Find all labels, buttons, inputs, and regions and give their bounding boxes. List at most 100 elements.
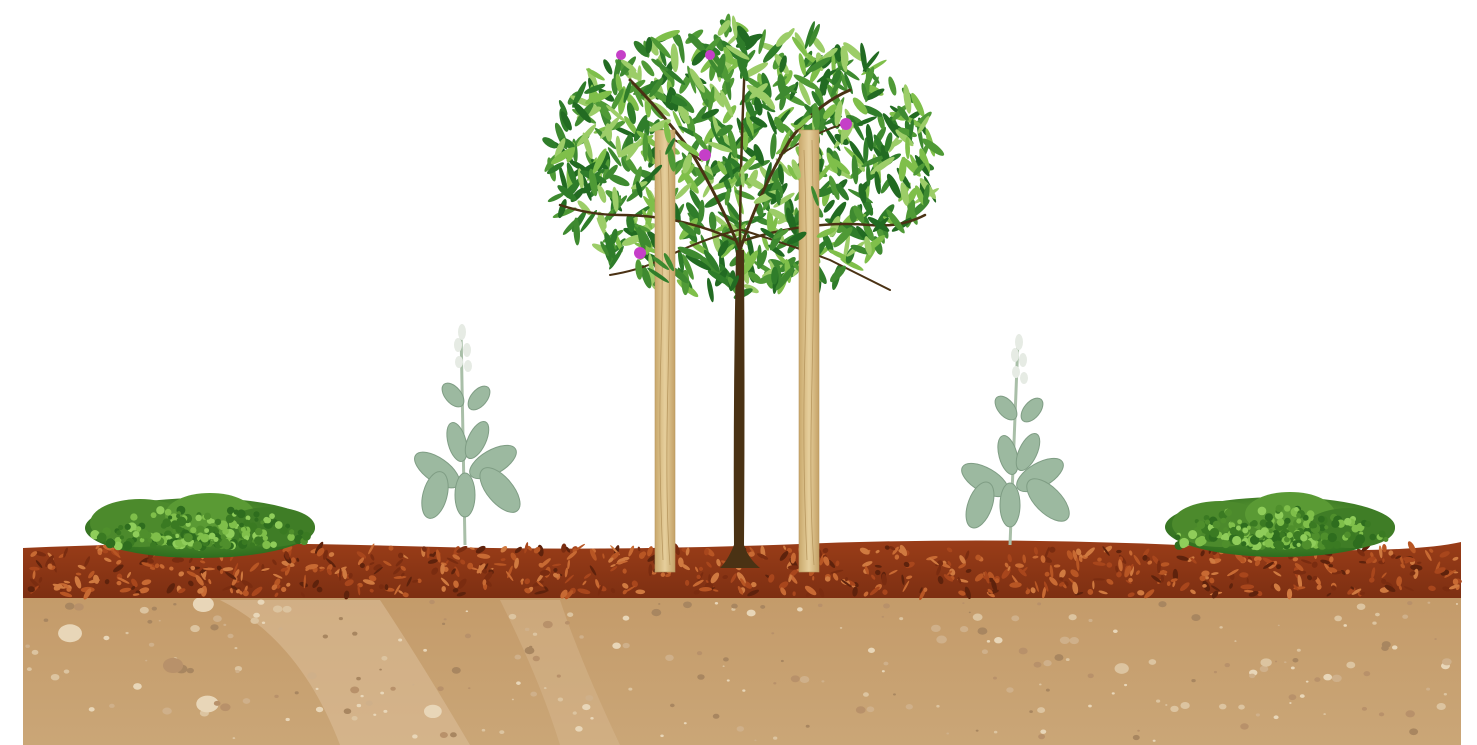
pebble <box>125 632 128 634</box>
pebble <box>516 681 521 685</box>
pebble <box>1314 677 1320 682</box>
pebble <box>747 610 756 617</box>
pebble <box>760 605 765 609</box>
shrub-leaf <box>269 513 275 519</box>
pebble <box>982 649 988 654</box>
shrub-leaf <box>260 520 264 524</box>
pebble <box>190 625 200 632</box>
shrub-leaf <box>1210 528 1220 538</box>
shrub-leaf <box>302 532 311 541</box>
pebble <box>1274 715 1279 719</box>
pebble <box>227 634 233 639</box>
pebble <box>742 689 745 691</box>
pebble <box>140 607 149 614</box>
pebble <box>316 707 323 712</box>
shrub-leaf <box>1308 515 1314 521</box>
pebble <box>452 667 461 674</box>
shrub-leaf <box>241 527 246 532</box>
pebble <box>737 726 744 732</box>
pebble <box>1191 614 1200 621</box>
pebble <box>1039 683 1042 685</box>
pebble <box>1402 614 1408 618</box>
pebble <box>800 676 809 683</box>
pebble <box>423 649 427 652</box>
pebble <box>1407 601 1412 605</box>
pebble <box>973 614 983 621</box>
pebble <box>893 693 896 695</box>
pebble <box>468 687 471 689</box>
pebble <box>883 662 888 666</box>
shrub-leaf <box>1242 528 1248 534</box>
pebble <box>1456 603 1458 605</box>
pebble <box>1060 637 1070 644</box>
pebble <box>429 600 435 604</box>
pebble <box>1444 693 1447 695</box>
pebble <box>773 737 777 740</box>
pebble <box>465 634 471 639</box>
shrub-leaf <box>1284 505 1291 512</box>
pebble <box>514 655 521 660</box>
tree-leaf <box>774 30 792 49</box>
pebble <box>223 624 226 626</box>
pebble <box>1289 694 1297 700</box>
pebble <box>1088 619 1092 622</box>
pebble <box>754 740 756 742</box>
shrub-leaf <box>1296 519 1301 524</box>
pebble <box>220 703 230 711</box>
pebble <box>931 625 941 632</box>
pebble <box>1180 702 1189 709</box>
pebble <box>1405 710 1414 717</box>
pebble <box>1284 661 1287 663</box>
shrub-leaf <box>1223 527 1228 532</box>
shrub-leaf <box>156 506 164 514</box>
pebble <box>214 701 221 706</box>
pebble <box>1054 654 1063 661</box>
shrub-leaf <box>106 538 116 548</box>
shrub-leaf <box>1175 534 1181 540</box>
shrub-leaf <box>201 534 210 543</box>
pebble <box>1006 687 1013 693</box>
shrub-leaf <box>151 512 157 518</box>
pebble <box>1149 659 1157 665</box>
shrub-leaf <box>1225 509 1232 516</box>
pebble <box>1379 712 1384 716</box>
pebble <box>380 692 384 695</box>
shrub-leaf <box>1324 525 1328 529</box>
pebble <box>278 627 282 630</box>
pebble <box>1034 662 1042 668</box>
pebble <box>727 679 730 681</box>
shrub-leaf <box>1269 529 1273 533</box>
pebble <box>1029 710 1033 713</box>
pebble <box>683 601 692 608</box>
pebble <box>883 603 890 608</box>
pebble <box>797 607 803 611</box>
pebble <box>1392 645 1398 649</box>
pebble <box>1372 621 1376 624</box>
pebble <box>352 632 357 636</box>
pebble <box>1219 704 1226 710</box>
shrub-leaf <box>125 524 131 530</box>
shrub-leaf <box>1276 536 1281 541</box>
shrub-leaf <box>177 520 181 524</box>
pebble <box>723 665 725 667</box>
pebble <box>697 651 702 655</box>
pebble <box>352 716 358 721</box>
pebble <box>295 691 299 694</box>
pebble <box>567 612 573 617</box>
shrub-leaf <box>1351 525 1359 533</box>
pebble <box>863 692 869 696</box>
pebble <box>65 603 74 610</box>
pebble <box>715 602 718 605</box>
pebble <box>1153 740 1156 742</box>
shrub-leaf <box>1300 534 1307 541</box>
shrub-leaf <box>1365 521 1371 527</box>
pebble <box>1112 692 1115 694</box>
pebble <box>307 672 317 679</box>
shrub-leaf <box>1344 518 1352 526</box>
pebble <box>1088 705 1092 708</box>
pebble <box>962 602 964 604</box>
shrub-leaf <box>221 535 226 540</box>
tree-leaf <box>643 132 649 161</box>
pebble <box>1434 638 1436 640</box>
shrub-leaf <box>184 533 193 542</box>
